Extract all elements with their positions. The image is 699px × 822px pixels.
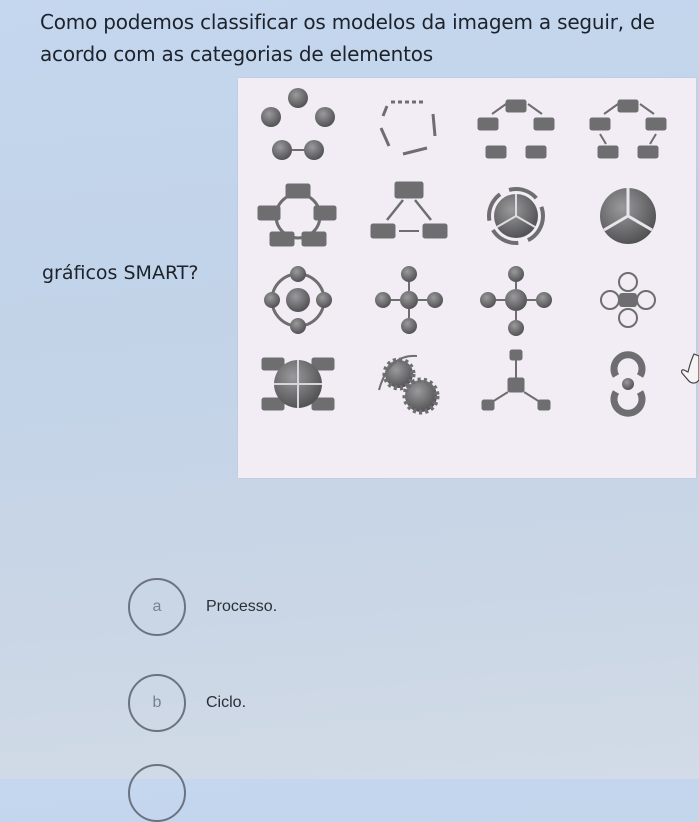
smart-graphics-image [238,78,696,478]
question-text: Como podemos classificar os modelos da i… [40,10,655,66]
option-c-radio-partial[interactable] [128,764,186,822]
arrow-ribbon-graphic [481,349,551,411]
segmented-cycle-graphic [589,99,667,159]
option-b-radio[interactable]: b [128,674,186,732]
option-a-radio[interactable]: a [128,578,186,636]
diverging-radial-graphic [375,266,443,334]
basic-cycle-graphic [261,88,335,160]
hand-cursor-icon [681,353,699,384]
option-a-label: Processo. [206,598,278,615]
nondirectional-cycle-graphic [257,183,337,247]
pie-cycle-graphic [600,188,656,244]
gear-graphic [378,354,440,415]
cycle-matrix-graphic [261,357,335,411]
option-a[interactable]: a Processo. [128,578,277,636]
radial-cycle-graphic [264,266,332,334]
hierarchy-cycle-graphic [370,181,448,239]
radial-pie-cycle-graphic [487,187,545,245]
option-b-label: Ciclo. [206,694,247,711]
question-text-end: gráficos SMART? [42,262,199,284]
option-b[interactable]: b Ciclo. [128,674,246,732]
radial-venn-graphic [600,272,656,328]
block-cycle-graphic [477,99,555,159]
converging-radial-graphic [480,266,552,336]
circle-arrows-graphic [610,351,646,417]
text-cycle-graphic [379,100,437,156]
